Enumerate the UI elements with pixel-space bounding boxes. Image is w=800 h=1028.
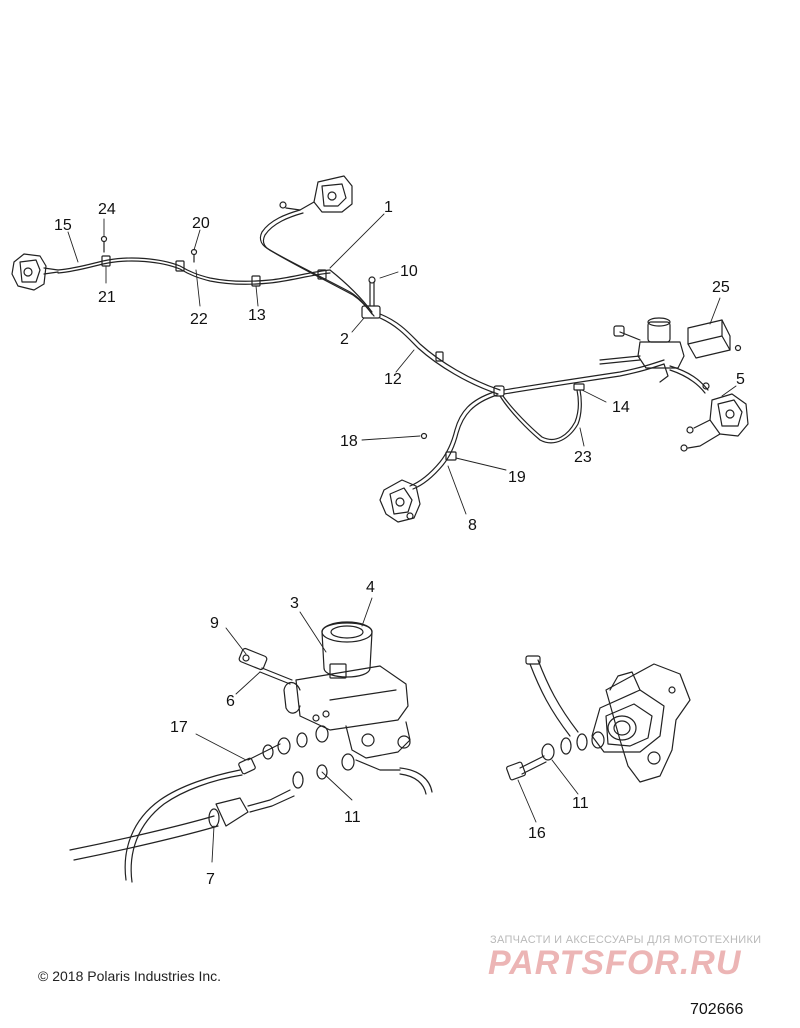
leader-lines-upper: [67, 213, 737, 515]
callout-9: 9: [210, 615, 219, 632]
brake-line-8: [409, 391, 498, 490]
callout-10: 10: [400, 263, 418, 280]
callout-14: 14: [612, 399, 630, 416]
front-left-caliper: [379, 479, 421, 523]
callout-8: 8: [468, 517, 477, 534]
brake-line-1: [269, 249, 375, 317]
clip-20: [190, 248, 198, 263]
watermark-tagline: ЗАПЧАСТИ И АКСЕССУАРЫ ДЛЯ МОТОТЕХНИКИ: [490, 934, 762, 946]
callout-12: 12: [384, 371, 402, 388]
central-junction: [493, 359, 665, 444]
callout-13: 13: [248, 307, 266, 324]
leader-lines-lower-right: [517, 759, 579, 823]
callout-21: 21: [98, 289, 116, 306]
right-caliper-5: [680, 393, 749, 452]
callout-6: 6: [226, 693, 235, 710]
callout-17: 17: [170, 719, 188, 736]
callout-7: 7: [206, 871, 215, 888]
callout-11a: 11: [344, 809, 361, 826]
brake-line-right: [669, 365, 710, 394]
watermark-logo: PARTSFOR.RU: [488, 944, 742, 982]
clip-24: [100, 235, 108, 253]
callout-24: 24: [98, 201, 116, 218]
part-number: 702666: [690, 1001, 744, 1018]
bracket-25: [687, 319, 742, 359]
callout-18: 18: [340, 433, 358, 450]
callout-25: 25: [712, 279, 730, 296]
callout-2: 2: [340, 331, 349, 348]
brake-line-15: [57, 255, 331, 287]
callout-20: 20: [192, 215, 210, 232]
callout-16: 16: [528, 825, 546, 842]
callout-1: 1: [384, 199, 393, 216]
callout-4: 4: [366, 579, 375, 596]
callout-23: 23: [574, 449, 592, 466]
top-caliper: [259, 175, 353, 253]
callout-19: 19: [508, 469, 526, 486]
callout-15: 15: [54, 217, 72, 234]
callout-11b: 11: [572, 795, 589, 812]
callout-22: 22: [190, 311, 208, 328]
tee-junction-2: [361, 276, 381, 319]
callout-3: 3: [290, 595, 299, 612]
master-cylinder-detail: [69, 621, 433, 883]
brake-line-12: [379, 313, 501, 395]
upper-master-cylinder: [599, 317, 685, 383]
leader-lines-lower-left: [195, 597, 373, 863]
callout-labels: 1 2 3 4 5 6 7 8 9 10 11 11 12 13 14 15 1…: [54, 199, 745, 888]
callout-5: 5: [736, 371, 745, 388]
clip-18: [420, 432, 428, 440]
copyright-notice: © 2018 Polaris Industries Inc.: [38, 968, 222, 984]
caliper-detail: [506, 655, 691, 783]
left-caliper-top: [11, 253, 59, 291]
